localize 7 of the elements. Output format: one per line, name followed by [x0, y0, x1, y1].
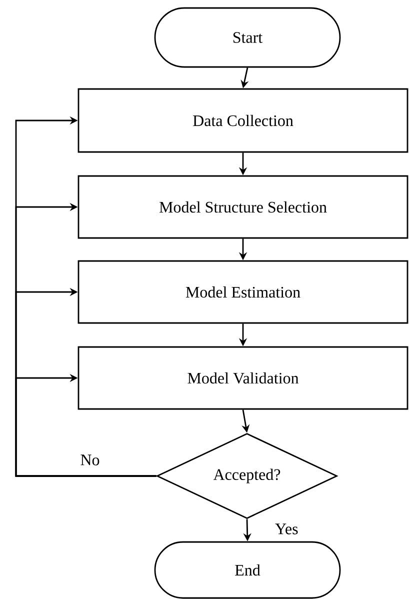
process-box: Data Collection	[78, 88, 408, 153]
process-box: Model Structure Selection	[78, 175, 408, 239]
edge-label: Yes	[275, 524, 298, 534]
edge-label: No	[80, 454, 100, 466]
process-box: Model Validation	[78, 346, 408, 410]
arrow	[15, 374, 156, 477]
process-box: Model Estimation	[78, 260, 408, 324]
